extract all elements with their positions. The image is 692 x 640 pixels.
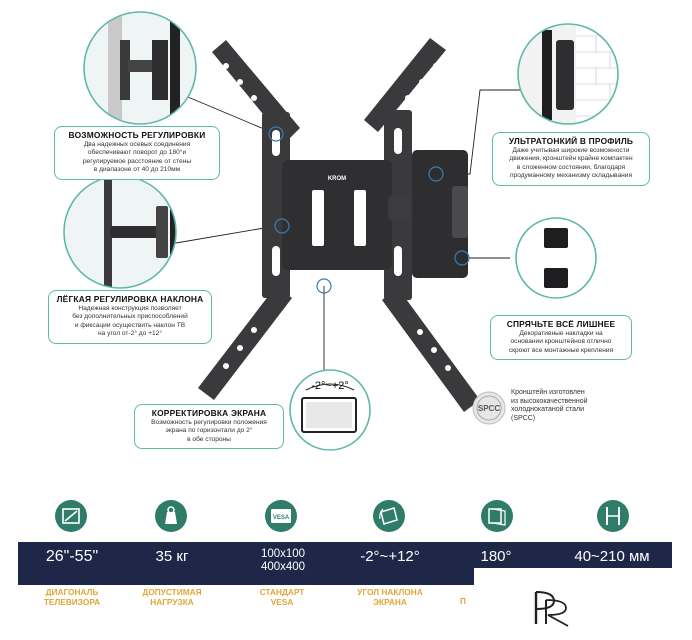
spec-label-vesa: СТАНДАРТ VESA — [232, 587, 332, 607]
spec-label-tilt: УГОЛ НАКЛОНА ЭКРАНА — [340, 587, 440, 607]
callout-tilt-line-3: и фиксации осуществить наклон ТВ — [74, 321, 186, 329]
spec-label-vesa-line-1: СТАНДАРТ — [259, 587, 305, 597]
spcc-line-2: из высококачественной — [511, 397, 588, 405]
callout-ultrathin-line-1: Даже учитывая широкие возможности — [512, 147, 630, 154]
tilt-icon — [372, 499, 406, 533]
callout-tilt-line-4: на угол от-2° до +12° — [98, 330, 162, 338]
callout-hide-line-3: скроют все монтажные крепления — [508, 346, 614, 354]
vesa-icon: VESA — [264, 499, 298, 533]
callout-level: КОРРЕКТИРОВКА ЭКРАНА Возможность регулир… — [134, 404, 284, 450]
spcc-badge — [472, 391, 506, 425]
detail-swivel — [83, 11, 197, 125]
mount-slots — [223, 63, 451, 371]
spec-label-tilt-line-1: УГОЛ НАКЛОНА — [357, 587, 423, 597]
spec-value-diagonal: 26"-55" — [45, 548, 99, 565]
spec-label-swivel-line-1: П — [460, 596, 466, 606]
product-illustration: KROM — [63, 11, 619, 451]
callout-level-title: КОРРЕКТИРОВКА ЭКРАНА — [151, 408, 267, 418]
spec-label-diagonal: ДИАГОНАЛЬ ТЕЛЕВИЗОРА — [22, 587, 122, 607]
callout-swivel-title: ВОЗМОЖНОСТЬ РЕГУЛИРОВКИ — [68, 130, 206, 140]
spec-label-tilt-line-2: ЭКРАНА — [373, 596, 407, 607]
callout-hide-title: СПРЯЧЬТЕ ВСЁ ЛИШНЕЕ — [506, 319, 616, 329]
spcc-description: Кронштейн изготовлен из высококачественн… — [511, 389, 631, 423]
callout-level-line-3: в обе стороны — [187, 435, 231, 443]
callout-ultrathin: УЛЬТРАТОНКИЙ В ПРОФИЛЬ Даже учитывая шир… — [492, 132, 650, 186]
callout-ultrathin-line-2: движения, кронштейн крайне компактен — [509, 155, 633, 163]
callout-swivel-line-4: в диапазоне от 40 до 210мм — [93, 166, 181, 174]
spcc-line-4: (SPCC) — [511, 414, 536, 422]
highlight-markers — [268, 126, 470, 294]
distance-icon — [596, 499, 630, 533]
callout-level-line-2: экрана по горизонтали до 2° — [165, 427, 253, 435]
level-badge: -2°~+2° — [311, 380, 349, 392]
callout-hide-line-2: основании кронштейнов отлично — [510, 338, 612, 346]
detail-slim-profile — [517, 23, 619, 125]
callout-tilt: ЛЁГКАЯ РЕГУЛИРОВКА НАКЛОНА Надежная конс… — [48, 290, 212, 344]
brand-logo — [530, 588, 574, 628]
callout-level-line-1: Возможность регулировки положения — [151, 419, 267, 426]
callout-ultrathin-line-4: продуманному механизму складывания — [509, 172, 633, 180]
spec-label-load: ДОПУСТИМАЯ НАГРУЗКА — [124, 587, 220, 607]
weight-icon — [154, 499, 188, 533]
callout-swivel-line-2: обеспечивают поворот до 180°и — [87, 149, 187, 157]
spec-value-tilt: -2°~+12° — [360, 548, 420, 565]
spcc-line-1: Кронштейн изготовлен — [511, 389, 585, 396]
swivel-icon — [480, 499, 514, 533]
callout-tilt-line-1: Надежная конструкция позволяет — [78, 305, 182, 312]
spcc-badge-label: SPCC — [478, 404, 500, 413]
diagonal-icon — [54, 499, 88, 533]
spec-label-vesa-line-2: VESA — [270, 596, 294, 607]
spec-value-distance: 40~210 мм — [574, 548, 650, 565]
spec-label-diagonal-line-2: ТЕЛЕВИЗОРА — [43, 596, 101, 607]
spec-value-vesa-line-1: 100x100 — [260, 548, 306, 560]
spec-value-load: 35 кг — [155, 548, 189, 565]
swivel-arm — [388, 150, 468, 278]
callout-swivel-line-1: Два надежных осевых соединения — [83, 141, 191, 148]
spec-label-load-line-1: ДОПУСТИМАЯ — [142, 587, 202, 597]
spec-value-vesa-line-2: 400x400 — [260, 560, 306, 573]
spec-label-swivel: П — [452, 596, 474, 607]
callout-hide: СПРЯЧЬТЕ ВСЁ ЛИШНЕЕ Декоративные накладк… — [490, 315, 632, 361]
callout-ultrathin-line-3: в сложенном состоянии, благодаря — [516, 163, 626, 171]
mount-brand-label: KROM — [328, 176, 346, 182]
callout-swivel: ВОЗМОЖНОСТЬ РЕГУЛИРОВКИ Два надежных осе… — [54, 126, 220, 180]
callout-hide-line-1: Декоративные накладки на — [519, 330, 603, 337]
callout-tilt-line-2: без дополнительных приспособлений — [72, 313, 188, 321]
spec-value-swivel: 180° — [480, 548, 512, 565]
detail-level — [289, 369, 371, 451]
callout-tilt-title: ЛЁГКАЯ РЕГУЛИРОВКА НАКЛОНА — [56, 294, 204, 304]
product-scene: KROM — [63, 11, 619, 451]
spcc-line-3: холоднокатаной стали — [511, 406, 585, 414]
callout-swivel-line-3: регулируемое расстояние от стены — [82, 157, 192, 165]
spec-label-diagonal-line-1: ДИАГОНАЛЬ — [45, 587, 99, 597]
detail-covers — [515, 217, 597, 299]
brand-logo-box — [474, 568, 692, 640]
vesa-icon-label: VESA — [273, 515, 290, 521]
callout-ultrathin-title: УЛЬТРАТОНКИЙ В ПРОФИЛЬ — [508, 136, 634, 146]
detail-tilt — [63, 175, 177, 289]
spec-label-load-line-2: НАГРУЗКА — [150, 596, 194, 607]
spec-value-vesa: 100x100 400x400 — [228, 548, 338, 573]
